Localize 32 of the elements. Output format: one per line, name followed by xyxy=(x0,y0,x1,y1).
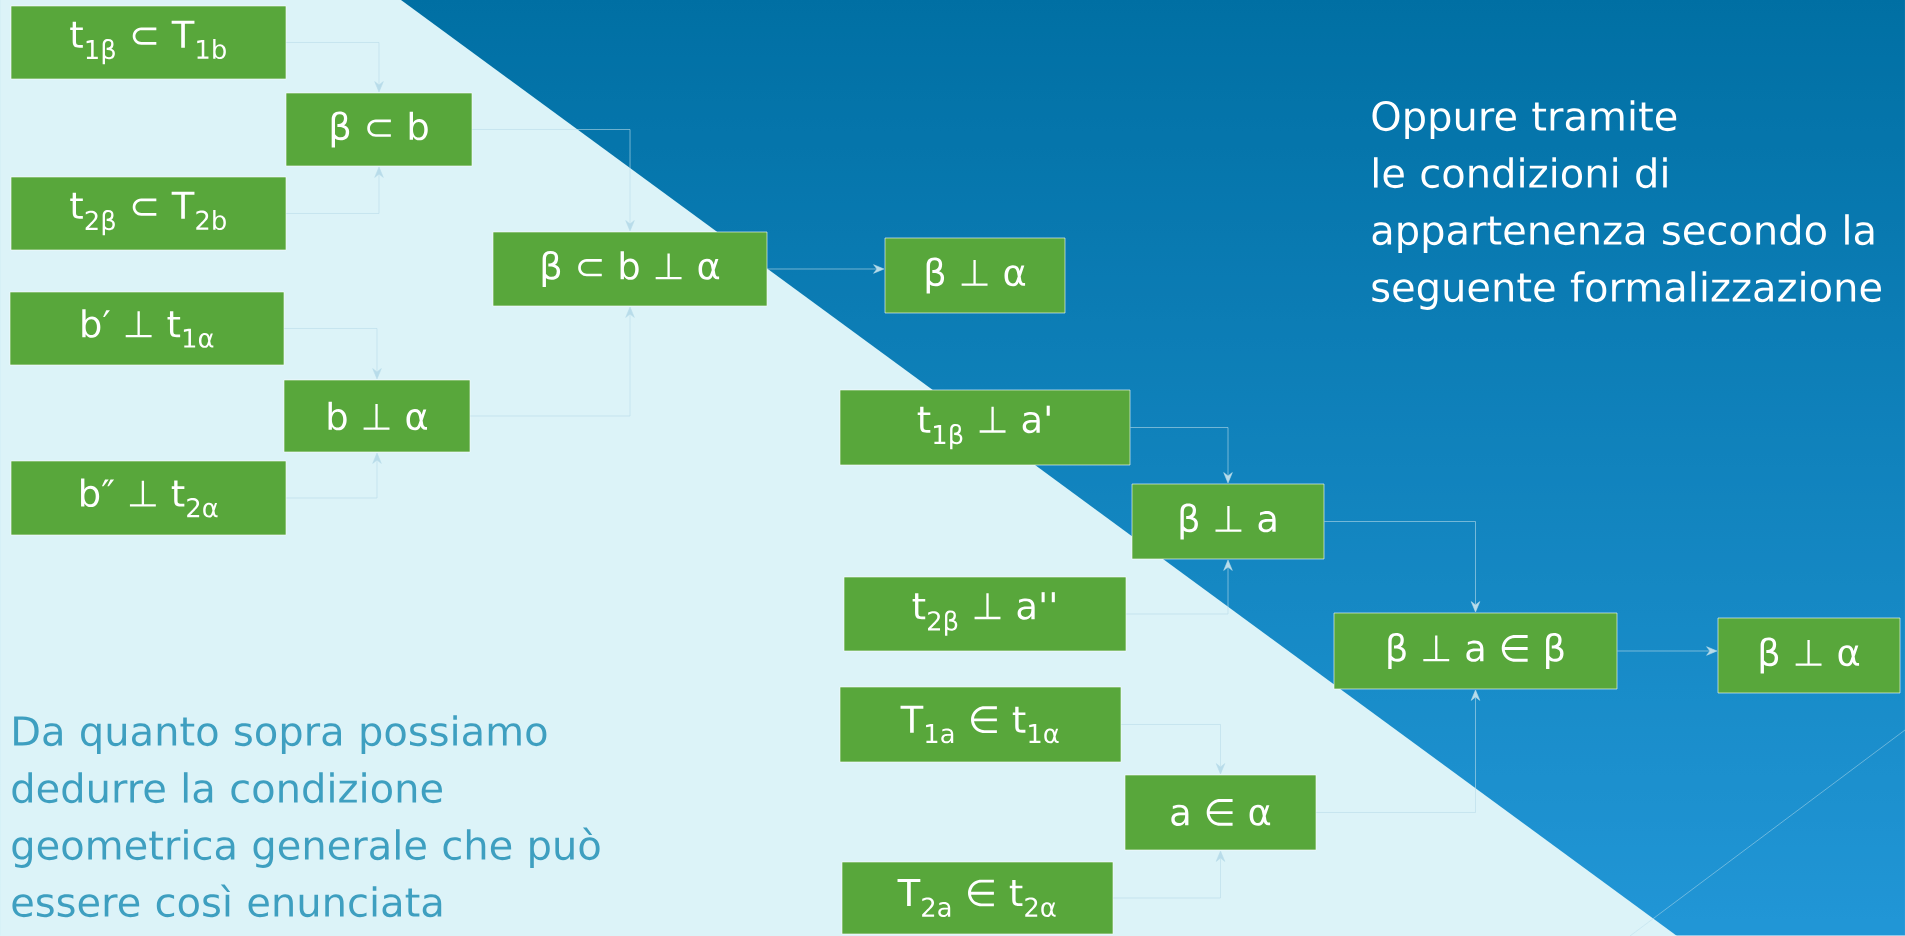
arrow xyxy=(286,452,382,499)
arrow xyxy=(1324,521,1481,613)
formula-box: t$_{2β}$ ⊂ T$_{2b}$ xyxy=(10,176,287,251)
formula-box: β ⊂ b xyxy=(285,92,473,167)
formula-box: β ⊥ a xyxy=(1131,483,1325,560)
formula-box: a ∈ α xyxy=(1124,774,1317,851)
formula-box: β ⊥ α xyxy=(884,237,1066,314)
formula-box: t$_{1β}$ ⊂ T$_{1b}$ xyxy=(10,5,287,80)
paragraph: Da quanto sopra possiamo dedurre la condizione geometrica generale che può essere così enunciata xyxy=(12,715,600,918)
arrow xyxy=(1121,724,1226,775)
formula-box: T$_{2a}$ ∈ t$_{2α}$ xyxy=(841,861,1114,935)
formula-box: b′ ⊥ t$_{1α}$ xyxy=(9,291,285,366)
paragraph: Oppure tramite le condizioni di appartenenza secondo la seguente formalizzazione xyxy=(1372,100,1881,310)
formula-box: b ⊥ α xyxy=(283,379,471,453)
arrow xyxy=(286,166,384,214)
formula-box: t$_{2β}$ ⊥ a'' xyxy=(843,576,1127,652)
formula-box: t$_{1β}$ ⊥ a' xyxy=(839,389,1131,466)
formula-box: T$_{1a}$ ∈ t$_{1α}$ xyxy=(839,686,1122,763)
arrow xyxy=(1130,427,1233,484)
arrow xyxy=(1617,646,1718,656)
arrow xyxy=(767,264,885,274)
formula-box: β ⊂ b ⊥ α xyxy=(492,231,768,307)
arrow xyxy=(1126,559,1233,615)
arrow xyxy=(472,129,635,232)
arrow xyxy=(284,328,382,380)
formula-box: β ⊥ α xyxy=(1717,617,1901,694)
arrow xyxy=(1316,689,1481,813)
arrow xyxy=(1113,850,1226,899)
arrow xyxy=(470,306,635,417)
arrow xyxy=(286,42,384,93)
formula-box: b″ ⊥ t$_{2α}$ xyxy=(10,460,287,536)
formula-box: β ⊥ a ∈ β xyxy=(1333,612,1618,690)
